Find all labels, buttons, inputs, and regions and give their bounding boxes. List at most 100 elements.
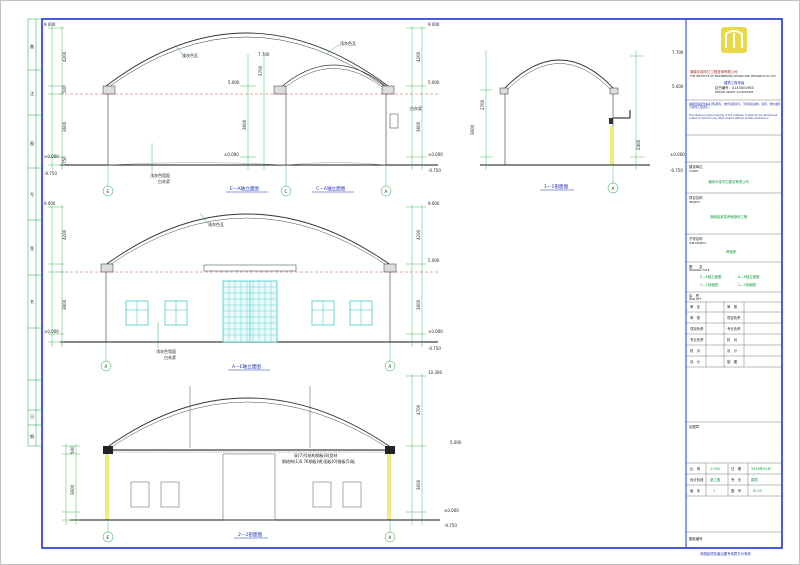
signoff-name-3: 专业负责 <box>727 327 741 331</box>
s2-elev-neg: -0.750 <box>444 523 457 528</box>
signoff-role-6: 设 计 <box>690 360 701 364</box>
title-section-2: 2—2剖面图 <box>238 531 263 538</box>
s1-elev-5000: 5.000 <box>672 84 684 89</box>
v3-dim-3600-left: 3600 <box>62 299 67 310</box>
dim-3600-mid: 3600 <box>242 119 247 130</box>
elev-zero-right: ±0.000 <box>428 152 443 157</box>
s2-elev-5000: 5.000 <box>450 440 462 445</box>
elev-7700-mid: 7.700 <box>258 52 270 57</box>
s1-elev-zero: ±0.000 <box>670 152 685 157</box>
axis-a-3: A <box>105 364 108 369</box>
bottom-v1-2: 施工图 <box>710 478 721 482</box>
drawing-name-3: 1—1剖面图 <box>700 283 718 287</box>
bottom-k1-3: 版 本 <box>690 489 701 493</box>
section-1-1: 2700 3600 7.700 5.000 ±0.000 -0.750 2400… <box>470 50 685 194</box>
drawing-label: 图 名 <box>689 265 703 269</box>
v3-elev-zero-right: ±0.000 <box>428 329 443 334</box>
strip-label-1: 备 <box>30 43 34 49</box>
bottom-v2-2: 建筑 <box>751 478 758 482</box>
axis-bubble-a-4 <box>384 531 396 543</box>
project-label-en: PROJECT <box>689 201 701 204</box>
bottom-k2-2: 专 业 <box>731 478 742 482</box>
signoff-header-en: SIGN OFF <box>689 298 702 301</box>
strip-label-5: 签 <box>30 245 34 251</box>
axis-bubble-a-3 <box>100 360 112 372</box>
s2-note-1: 采(7)号结构钢板(8)型材 <box>294 452 337 458</box>
note-roof-1: 浅灰色瓦 <box>182 52 198 58</box>
s2-dim-500-left: 500 <box>70 446 75 454</box>
s1-dim-3600: 3600 <box>470 124 475 135</box>
v3-note-wall: 浅灰色墙面 <box>156 348 176 354</box>
footer-label: 图纸编号 <box>689 537 703 541</box>
bottom-k2-3: 图 号 <box>731 489 742 493</box>
v3-elev-neg-right: -0.750 <box>428 346 441 351</box>
note-roof-2: 浅灰色瓦 <box>340 40 356 46</box>
elev-zero-left: ±0.000 <box>44 154 59 159</box>
subproject-label: 子项名称 <box>689 237 703 241</box>
owner-label: 建设单位 <box>689 165 703 169</box>
axis-bubble-a-1 <box>380 185 392 197</box>
note-white: 白灰浆 <box>410 105 422 111</box>
strip-label-7: 日 <box>30 414 34 419</box>
v3-elev-5000-right: 5.000 <box>428 258 440 263</box>
bottom-v2-3: JS-03 <box>753 489 762 493</box>
signoff-name-4: 校 对 <box>727 338 738 342</box>
s2-elev-10300: 10.300 <box>428 370 442 375</box>
axis-c-1: C <box>285 189 288 194</box>
cert-title: 建筑工程甲级 <box>724 81 745 85</box>
axis-e-1: E <box>107 189 110 194</box>
signoff-role-1: 审 定 <box>690 305 701 309</box>
s2-note-2: 钢结构(1)0.76钢板(锈)面板(0)钢板(5)板 <box>282 458 355 464</box>
axis-bubble-e-3 <box>384 360 396 372</box>
strip-label-8: 期 <box>30 433 34 439</box>
window-2 <box>164 300 188 326</box>
signoff-role-2: 审 核 <box>690 316 701 320</box>
main-door-grid <box>222 280 278 343</box>
dim-3600-right: 3600 <box>416 121 421 132</box>
signoff-role-4: 专业负责 <box>690 338 704 342</box>
s1-dim-2400: 2400 <box>636 139 641 150</box>
elev-5000-right: 5.000 <box>428 80 440 85</box>
owner-label-en: CLIENT <box>689 170 699 173</box>
v3-note-roof: 浅灰色瓦 <box>208 221 224 227</box>
note-wall-1b: 白灰浆 <box>158 178 170 184</box>
bottom-k1-2: 设计阶段 <box>690 478 704 482</box>
note-wall-1: 浅灰色墙面 <box>150 172 170 178</box>
bottom-k2-1: 日 期 <box>731 467 742 471</box>
stamp-label: 出图章 <box>689 425 700 429</box>
v3-dim-4200-left: 4200 <box>62 229 67 240</box>
s2-elev-zero: ±0.000 <box>444 508 459 513</box>
dim-4200-right: 4200 <box>416 51 421 62</box>
elev-neg-left: -0.750 <box>44 171 57 176</box>
v3-elev-zero-left: ±0.000 <box>44 329 59 334</box>
dim-4200-left: 4200 <box>62 51 67 62</box>
strip-label-4: 号 <box>30 191 34 197</box>
v3-note-wall-b: 白灰浆 <box>164 354 176 360</box>
signoff-name-1: 审 核 <box>727 305 738 309</box>
drawing-name-2: A—E轴立面图 <box>738 275 760 279</box>
drawing-name-4: 2—2剖面图 <box>738 283 756 287</box>
title-section-1: 1—1剖面图 <box>544 183 569 190</box>
axis-bubble-c-1 <box>280 185 292 197</box>
project-value: 湖南省某县养殖基地工程 <box>710 215 748 219</box>
bottom-v1-3: 1 <box>713 489 716 493</box>
axis-bubble-e-4 <box>102 531 114 543</box>
inner-frame <box>41 18 783 549</box>
owner-value: 湖南中诚华亿建设有限公司 <box>708 180 749 184</box>
cert-number: 证书编号：A143001983 <box>715 86 754 90</box>
window-3 <box>311 300 335 326</box>
subproject-value: 养殖房 <box>726 250 737 254</box>
subproject-label-en: SUB-PROJECT <box>689 242 707 245</box>
s1-elev-7700: 7.700 <box>672 50 684 55</box>
strip-label-2: 注 <box>30 90 34 96</box>
elev-neg-right: -0.750 <box>428 168 441 173</box>
dim-500-left: 500 <box>62 85 67 93</box>
bottom-v1-1: 1:100 <box>710 467 720 471</box>
signoff-role-5: 校 对 <box>690 349 701 353</box>
axis-e-3: A <box>389 364 392 369</box>
elevation-a-e: 9.000 4200 3600 ±0.000 9.000 5.000 ±0.00… <box>44 201 443 372</box>
drawing-name-1: E—A轴立面图 <box>700 275 722 279</box>
title-elev-e-a: E—A轴立面图 <box>230 185 259 192</box>
bottom-v2-1: 2018年05月 <box>751 467 771 471</box>
